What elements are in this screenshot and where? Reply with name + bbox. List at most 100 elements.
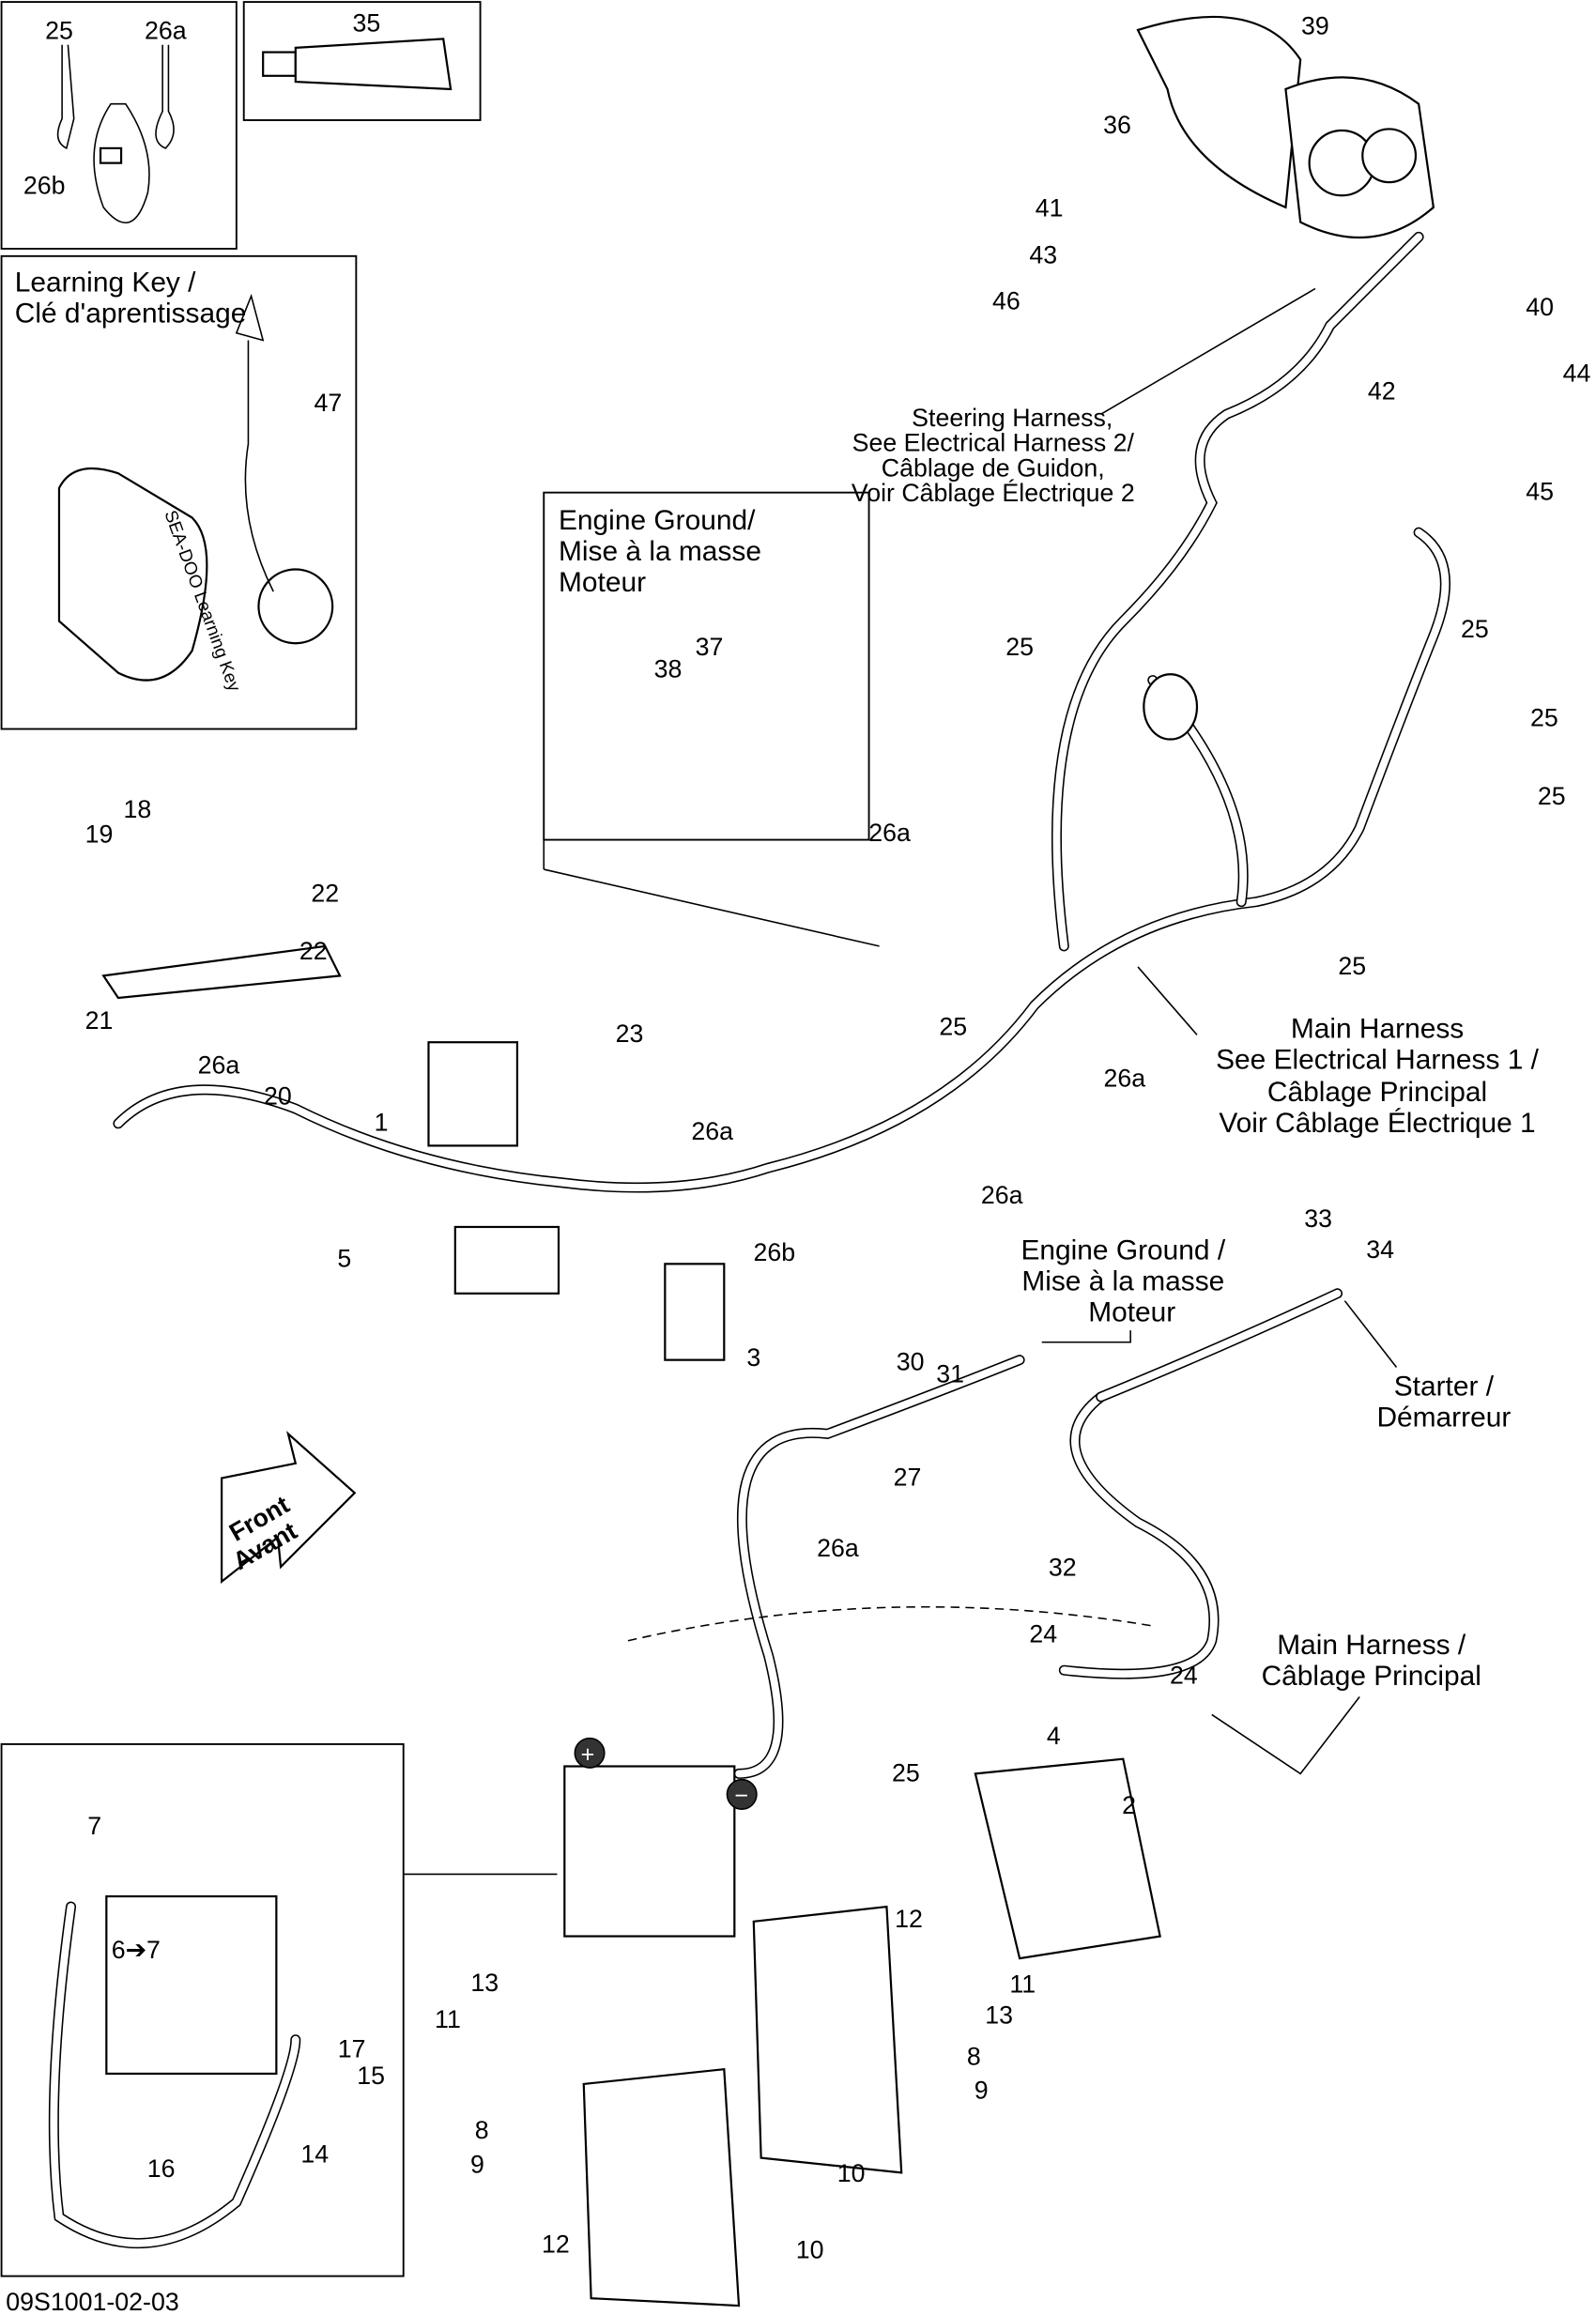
callout-number: 39: [1301, 12, 1329, 40]
callout-number: 26a: [691, 1117, 733, 1145]
callout-number: 25: [892, 1758, 920, 1786]
callout-number: 3: [746, 1343, 760, 1372]
callout-number: 31: [936, 1359, 964, 1387]
callout-number: 9: [974, 2077, 989, 2105]
callout-number: 47: [315, 389, 343, 417]
battery-trays: [582, 1757, 1161, 2307]
callout-number: 26a: [868, 819, 911, 847]
callout-number: 34: [1366, 1235, 1394, 1264]
note-line: Voir Câblage Électrique 2: [852, 479, 1135, 507]
inset-box-ties: [0, 1, 238, 250]
note-line: Main Harness /: [1277, 1630, 1466, 1661]
note-line: Learning Key /: [15, 268, 196, 299]
callout-number: 8: [475, 2116, 489, 2144]
callout-number: 26a: [817, 1534, 859, 1562]
callout-number: 5: [337, 1244, 351, 1272]
callout-number: 36: [1103, 111, 1131, 139]
callout-number: 1: [375, 1109, 389, 1137]
callout-number: 25: [1530, 703, 1558, 731]
note-line: See Electrical Harness 2/: [852, 429, 1135, 457]
note-line: Engine Ground/: [559, 505, 756, 536]
callout-number: 13: [985, 2001, 1013, 2029]
note-line: Câblage Principal: [1267, 1077, 1487, 1108]
callout-number: 26a: [145, 16, 187, 44]
callout-number: 42: [1368, 377, 1396, 406]
cable-tie-illustrations: [56, 44, 175, 224]
callout-number: 43: [1029, 241, 1057, 269]
note-line: Câblage Principal: [1262, 1661, 1481, 1692]
callout-number: 45: [1526, 478, 1554, 506]
note-line: Moteur: [1088, 1297, 1175, 1328]
callout-number: 10: [837, 2159, 866, 2187]
callout-number: 8: [967, 2042, 981, 2070]
callout-number: 26a: [981, 1181, 1023, 1209]
note-engine-ground-1: Engine Ground/ Mise à la masse Moteur: [559, 505, 761, 598]
note-main-harness-1: Main Harness See Electrical Harness 1 / …: [1137, 966, 1540, 1139]
front-direction-arrow: Front Avant: [221, 1431, 357, 1585]
note-line: Main Harness: [1291, 1014, 1464, 1045]
battery-cables: [627, 1288, 1343, 1779]
callout-number: 15: [357, 2062, 385, 2090]
positive-terminal-icon: +: [581, 1741, 595, 1768]
callout-number: 11: [1009, 1970, 1036, 1998]
callout-number: 25: [1005, 633, 1034, 661]
note-line: See Electrical Harness 1 /: [1216, 1045, 1540, 1076]
callout-number: 18: [124, 795, 152, 823]
callout-number: 17: [338, 2035, 366, 2063]
diagram-code: 09S1001-02-03: [6, 2288, 178, 2315]
callout-number: 33: [1304, 1204, 1332, 1233]
callout-number: 13: [470, 1969, 499, 1997]
note-engine-ground-2: Engine Ground / Mise à la masse Moteur: [1021, 1235, 1226, 1343]
callout-number: 21: [85, 1006, 114, 1035]
callout-number: 26a: [1104, 1064, 1146, 1092]
callout-number: 19: [85, 820, 114, 849]
note-line: Steering Harness,: [912, 404, 1113, 432]
callout-number: 22: [299, 937, 328, 965]
callout-number: 26a: [198, 1050, 240, 1079]
callout-number: 25: [1461, 615, 1489, 643]
callout-number: 25: [1338, 952, 1366, 980]
ecm-module: [101, 944, 726, 1361]
note-starter: Starter / Démarreur: [1343, 1300, 1511, 1433]
callout-number: 40: [1526, 293, 1554, 321]
callout-number: 27: [894, 1463, 922, 1491]
main-harness: [113, 231, 1450, 1193]
note-line: Starter /: [1394, 1371, 1495, 1402]
callout-number: 22: [311, 880, 339, 908]
note-line: Mise à la masse: [559, 536, 761, 567]
inset-box-grease: [242, 1, 482, 121]
callout-number: 12: [895, 1905, 923, 1933]
inset-box-engine-ground: [543, 491, 870, 841]
inset-box-battery: [0, 1742, 405, 2277]
callout-number: 20: [264, 1081, 292, 1110]
inset-box-learning-key: [0, 254, 358, 730]
callout-number: 24: [1029, 1619, 1057, 1648]
callout-number: 25: [939, 1012, 967, 1040]
callout-number: 32: [1049, 1553, 1077, 1581]
callout-number: 41: [1036, 193, 1064, 222]
note-line: Mise à la masse: [1021, 1266, 1224, 1297]
note-learning-key: Learning Key / Clé d'aprentissage: [15, 268, 247, 330]
callout-number: 26b: [753, 1238, 795, 1266]
callout-number: 9: [470, 2150, 484, 2178]
callout-number: 6➔7: [112, 1936, 161, 1964]
callout-number: 23: [616, 1020, 644, 1048]
learning-key-illustration: SEA-DOO Learning Key: [57, 293, 334, 695]
callout-number: 46: [992, 286, 1021, 314]
battery-inset: [48, 1894, 301, 2249]
note-steering-harness: Steering Harness, See Electrical Harness…: [852, 287, 1316, 507]
note-main-harness-2: Main Harness / Câblage Principal: [1211, 1630, 1481, 1775]
note-line: Câblage de Guidon,: [882, 453, 1105, 482]
callout-number: 14: [300, 2139, 329, 2168]
callout-number: 16: [147, 2154, 176, 2183]
note-line: Clé d'aprentissage: [15, 299, 247, 330]
note-line: Démarreur: [1376, 1402, 1511, 1433]
note-line: Moteur: [559, 567, 646, 598]
callout-number: 30: [897, 1348, 925, 1376]
callout-number: 26b: [23, 172, 66, 200]
callout-number: 7: [87, 1812, 101, 1840]
callout-number: 37: [696, 633, 724, 661]
gauge-cluster-illustration: [1136, 15, 1435, 239]
